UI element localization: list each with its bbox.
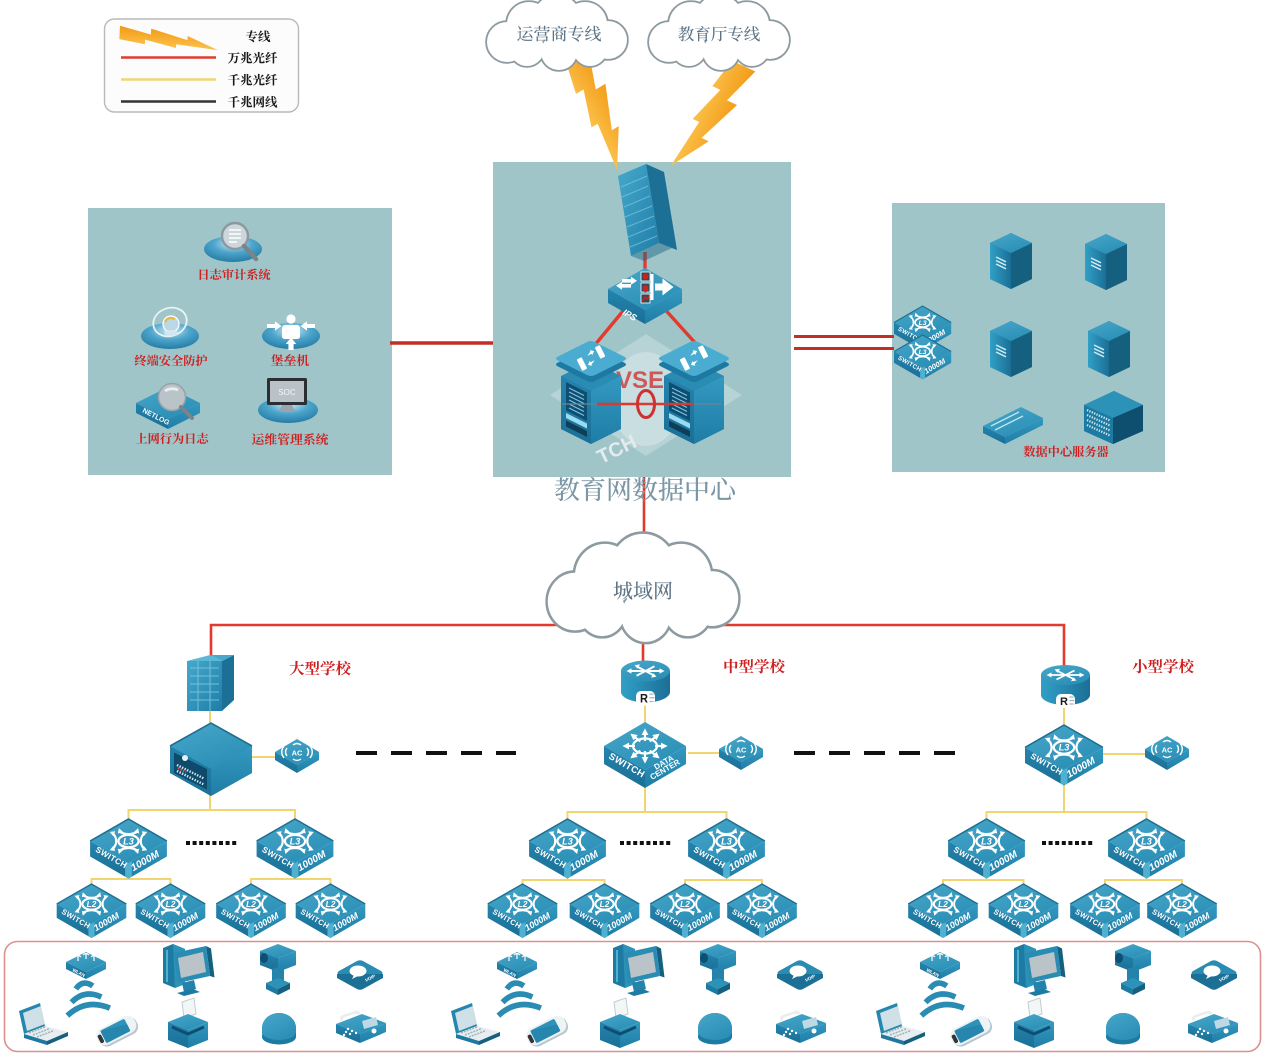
svg-text:VSE: VSE bbox=[616, 367, 664, 394]
svg-text:SOC: SOC bbox=[278, 388, 296, 397]
